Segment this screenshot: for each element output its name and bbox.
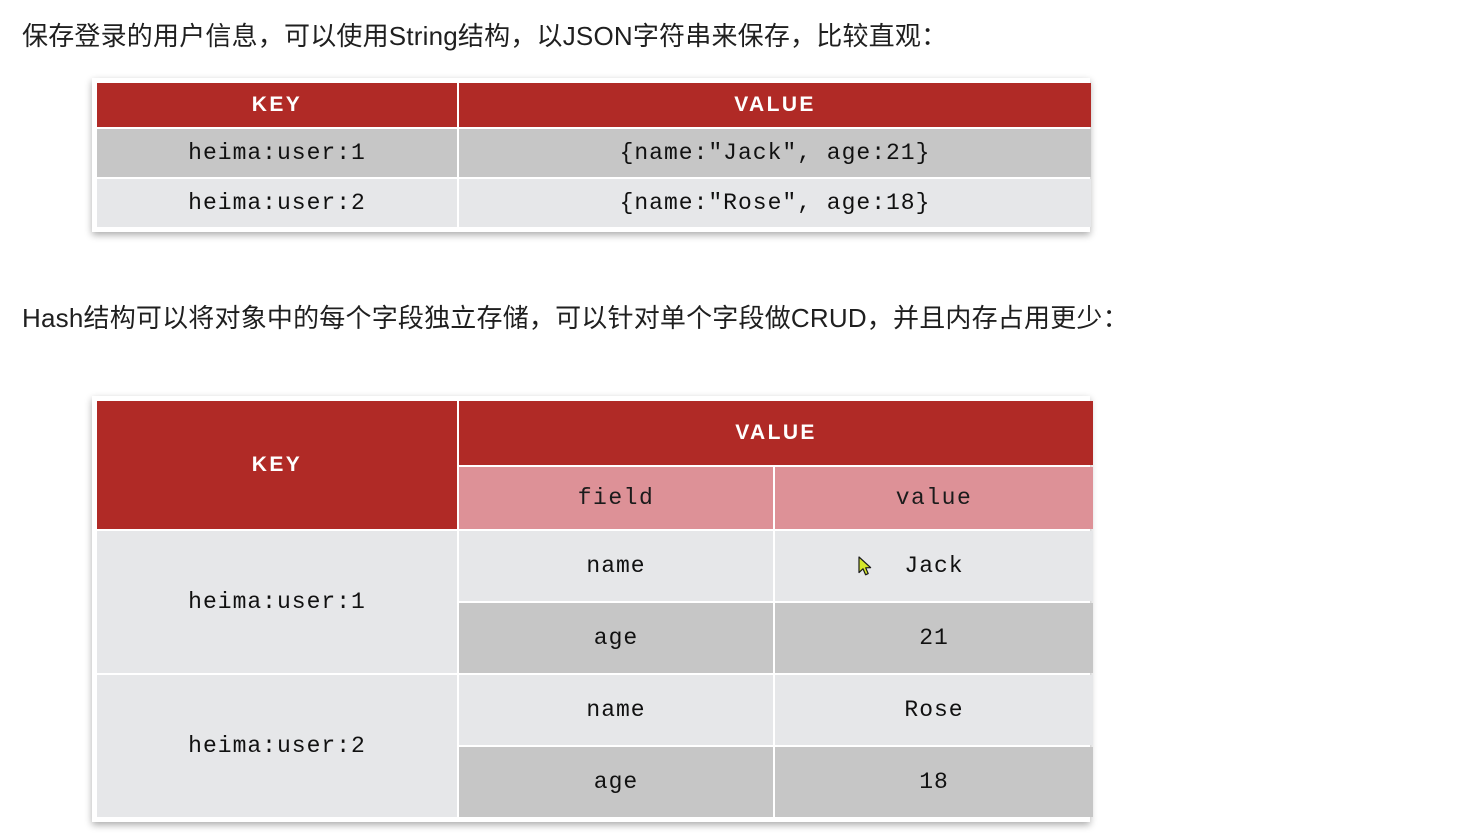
cell-key: heima:user:2 xyxy=(97,675,457,817)
cell-value: {name:"Rose", age:18} xyxy=(459,179,1091,227)
table-header-row: KEY VALUE xyxy=(97,83,1091,127)
table-subheader-row: field value xyxy=(97,467,1093,529)
cell-field: name xyxy=(459,531,773,601)
cell-value: 21 xyxy=(775,603,1093,673)
table-row: heima:user:2 {name:"Rose", age:18} xyxy=(97,179,1091,227)
header-label-value: VALUE xyxy=(734,93,816,116)
paragraph-hash-intro: Hash结构可以将对象中的每个字段独立存储，可以针对单个字段做CRUD，并且内存… xyxy=(22,303,1129,333)
cell-value: Rose xyxy=(775,675,1093,745)
header-cell-key: KEY xyxy=(97,401,457,529)
header-label-key: KEY xyxy=(251,453,303,476)
table-row: heima:user:1 name Jack xyxy=(97,531,1093,673)
cell-key: heima:user:1 xyxy=(97,531,457,673)
header-label-value: VALUE xyxy=(735,421,817,444)
table-row: heima:user:2 name Rose xyxy=(97,675,1093,817)
cell-field: age xyxy=(459,603,773,673)
cell-value: Jack xyxy=(775,531,1093,601)
subheader-label-value: value xyxy=(775,467,1093,529)
cell-value: {name:"Jack", age:21} xyxy=(459,129,1091,177)
header-label-key: KEY xyxy=(251,93,303,116)
cell-key: heima:user:2 xyxy=(97,179,457,227)
header-cell-key: KEY xyxy=(97,83,457,127)
header-cell-value: VALUE xyxy=(459,401,1093,465)
cell-key: heima:user:1 xyxy=(97,129,457,177)
table-row: age 18 xyxy=(97,747,1093,817)
subheader-label-field: field xyxy=(459,467,773,529)
paragraph-string-intro: 保存登录的用户信息，可以使用String结构，以JSON字符串来保存，比较直观： xyxy=(22,21,948,51)
table-row: age 21 xyxy=(97,603,1093,673)
table-row: heima:user:1 {name:"Jack", age:21} xyxy=(97,129,1091,177)
header-cell-value: VALUE xyxy=(459,83,1091,127)
cell-value: 18 xyxy=(775,747,1093,817)
string-structure-table: KEY VALUE heima:user:1 {name:"Jack", age… xyxy=(92,78,1093,232)
table-header-row-top: KEY VALUE xyxy=(97,401,1093,529)
hash-table: KEY VALUE field value heima:user:1 name … xyxy=(95,399,1095,819)
cell-field: age xyxy=(459,747,773,817)
hash-structure-table: KEY VALUE field value heima:user:1 name … xyxy=(92,396,1093,822)
cell-field: name xyxy=(459,675,773,745)
string-table: KEY VALUE heima:user:1 {name:"Jack", age… xyxy=(95,81,1093,229)
